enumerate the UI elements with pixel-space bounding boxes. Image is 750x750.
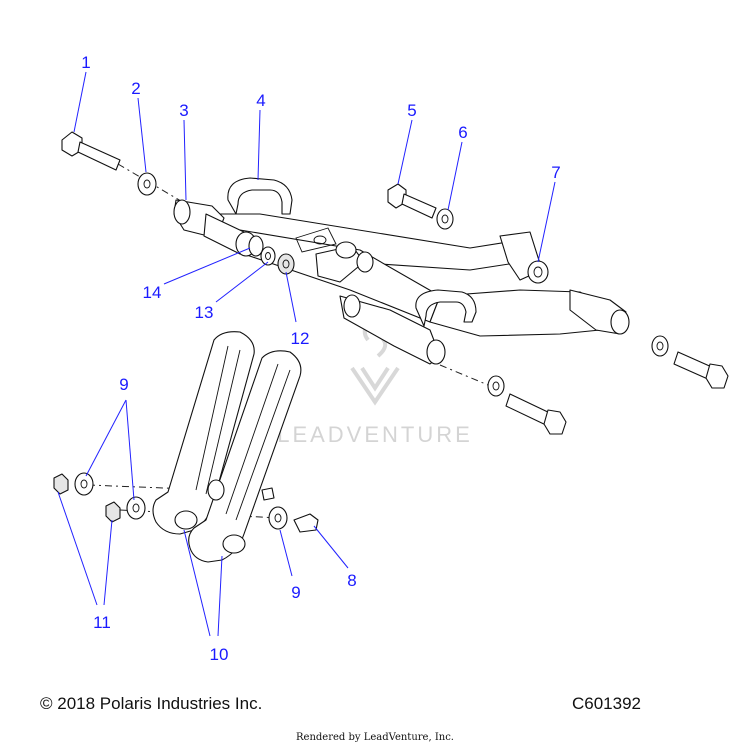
- washer-2: [137, 172, 157, 196]
- hoop-4-rear: [415, 289, 477, 327]
- washer-6: [436, 208, 454, 230]
- washer-14: [248, 235, 264, 257]
- rendered-by-text: Rendered by LeadVenture, Inc.: [296, 732, 454, 743]
- bolt-1: [61, 131, 121, 171]
- watermark-text: LEADVENTURE: [277, 422, 473, 447]
- nut-11-lower: [105, 501, 121, 523]
- callout-9-lower: 9: [291, 583, 300, 602]
- callout-10: 10: [210, 645, 229, 664]
- callout-9-upper: 9: [119, 375, 128, 394]
- washer-9-strap-rear: [207, 479, 225, 501]
- bolt-right-lower: [505, 393, 567, 435]
- callout-3: 3: [179, 101, 188, 120]
- bolt-far-right: [673, 351, 729, 389]
- washer-9-upper-left: [74, 472, 94, 496]
- callout-12: 12: [291, 329, 310, 348]
- washer-far-right: [651, 335, 669, 357]
- diagram-id: C601392: [572, 694, 642, 713]
- washer-9-middle: [126, 496, 146, 520]
- callout-7: 7: [551, 163, 560, 182]
- callout-11: 11: [93, 613, 111, 632]
- callout-6: 6: [458, 123, 467, 142]
- callout-1: 1: [81, 53, 90, 72]
- leadventure-watermark: LEADVENTURE: [277, 312, 473, 447]
- bolt-5: [387, 183, 437, 219]
- bolt-8: [261, 487, 319, 533]
- callout-labels: 1 2 3 4 5 6 7 14 13 12 9 11 10 9 8: [81, 53, 560, 664]
- strap-10-right: [188, 350, 302, 563]
- spacer-12: [277, 253, 295, 275]
- washer-13: [260, 246, 276, 266]
- callout-8: 8: [347, 571, 356, 590]
- washer-9-right: [268, 506, 288, 530]
- callout-5: 5: [407, 101, 416, 120]
- washer-right-lower: [487, 375, 505, 397]
- hoop-4-front: [227, 177, 293, 215]
- copyright-text: © 2018 Polaris Industries Inc.: [40, 694, 263, 713]
- nut-11-upper: [53, 473, 69, 495]
- leader-lines: [57, 71, 556, 637]
- callout-2: 2: [131, 79, 140, 98]
- callout-14: 14: [143, 283, 162, 302]
- callout-13: 13: [195, 303, 214, 322]
- callout-4: 4: [256, 91, 265, 110]
